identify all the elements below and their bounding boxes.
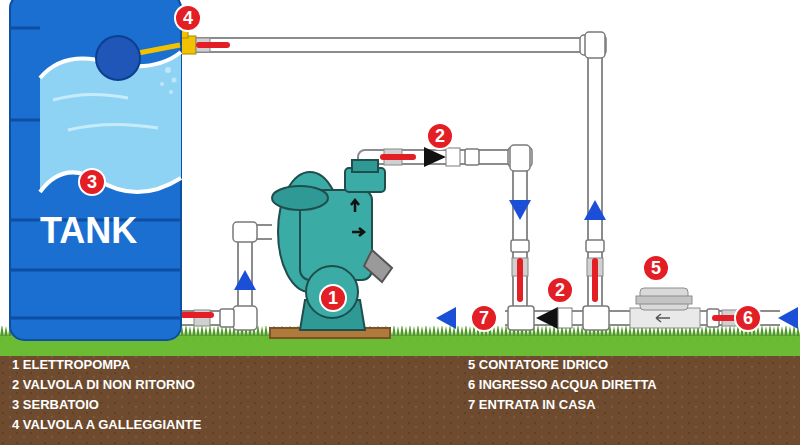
legend-entry: 5 CONTATORE IDRICO (468, 357, 608, 373)
flow-arrow (234, 200, 798, 329)
tank-outlet-valve (180, 310, 214, 326)
check-valve (536, 307, 572, 329)
pipe-fittings (220, 32, 719, 330)
electric-pump (270, 160, 392, 338)
callout-number: 6 (734, 304, 762, 332)
check-valve (380, 147, 460, 167)
callout-number: 5 (642, 254, 670, 282)
pipes (180, 45, 780, 318)
callout-number: 4 (174, 4, 202, 32)
ground (0, 326, 800, 445)
callout-number: 3 (78, 168, 106, 196)
callout-number: 2 (546, 276, 574, 304)
legend-entry: 4 VALVOLA A GALLEGGIANTE (12, 417, 201, 433)
legend-entry: 1 ELETTROPOMPA (12, 357, 130, 373)
water-meter (630, 288, 700, 328)
tank-label: TANK (40, 210, 137, 252)
callout-number: 1 (319, 284, 347, 312)
callout-number: 2 (426, 122, 454, 150)
callout-number: 7 (470, 304, 498, 332)
legend-entry: 2 VALVOLA DI NON RITORNO (12, 377, 195, 393)
legend-entry: 3 SERBATOIO (12, 397, 99, 413)
legend-entry: 7 ENTRATA IN CASA (468, 397, 596, 413)
legend-entry: 6 INGRESSO ACQUA DIRETTA (468, 377, 657, 393)
